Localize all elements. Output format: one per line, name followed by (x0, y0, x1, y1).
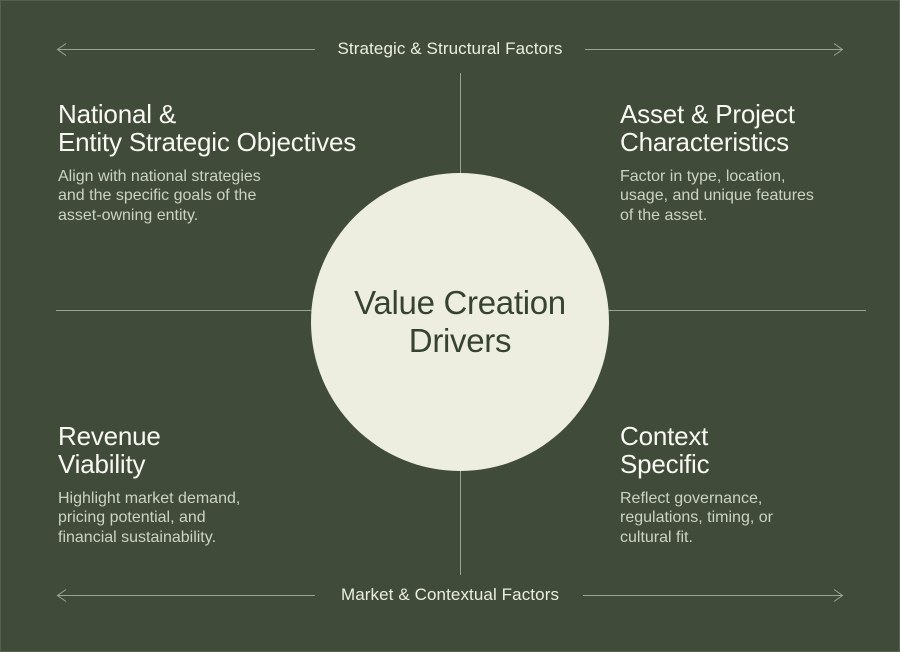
quadrant-national-entity-strategic-objectives: National & Entity Strategic Objectives A… (58, 100, 388, 225)
quadrant-heading: Asset & Project Characteristics (620, 99, 795, 158)
quadrant-heading: Revenue Viability (58, 421, 161, 480)
bottom-axis-right-arrow-icon (833, 589, 844, 602)
top-axis-label: Strategic & Structural Factors (337, 39, 563, 58)
quadrant-body: Highlight market demand, pricing potenti… (58, 490, 241, 546)
quadrant-heading: National & Entity Strategic Objectives (58, 99, 357, 158)
top-axis-left-arrow-icon (56, 43, 67, 56)
quadrant-body: Align with national strategies and the s… (58, 168, 261, 224)
quadrant-body: Factor in type, location, usage, and uni… (620, 168, 814, 224)
bottom-axis-label: Market & Contextual Factors (340, 585, 560, 604)
quadrant-asset-project-characteristics: Asset & Project Characteristics Factor i… (620, 100, 890, 225)
top-axis-right-arrow-icon (833, 43, 844, 56)
quadrant-revenue-viability: Revenue Viability Highlight market deman… (58, 422, 388, 547)
center-title: Value Creation Drivers (354, 283, 566, 359)
quadrant-context-specific: Context Specific Reflect governance, reg… (620, 422, 890, 547)
quadrant-heading: Context Specific (620, 421, 710, 480)
center-circle: Value Creation Drivers (311, 173, 609, 471)
quadrant-body: Reflect governance, regulations, timing,… (620, 490, 773, 546)
bottom-axis-left-arrow-icon (56, 589, 67, 602)
